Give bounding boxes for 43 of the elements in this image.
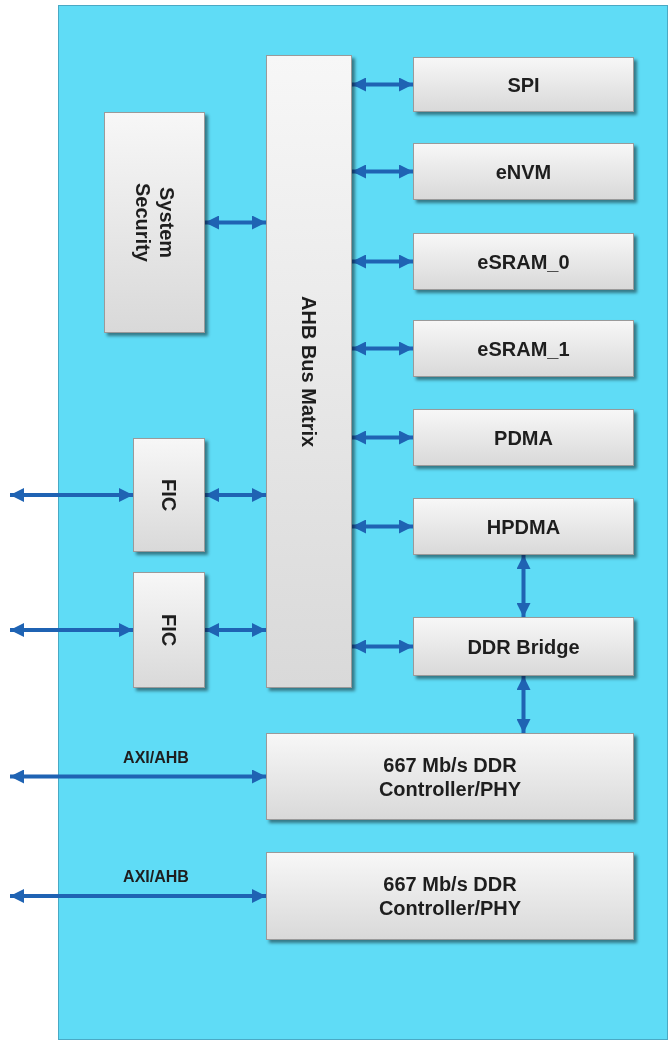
- system-panel: [58, 5, 668, 1040]
- block-label: eSRAM_0: [477, 249, 570, 274]
- double-arrow: [516, 676, 531, 733]
- dma-block: [413, 498, 634, 555]
- block-label: PDMA: [494, 425, 553, 450]
- double-arrow: [10, 623, 133, 637]
- block-label: FIC: [157, 613, 181, 647]
- bus-matrix-block: [266, 55, 352, 688]
- double-arrow: [205, 623, 266, 637]
- security-block: [104, 112, 205, 333]
- double-arrow: [10, 488, 133, 502]
- double-arrow: [352, 77, 413, 92]
- double-arrow: [205, 215, 266, 230]
- memory-block: [413, 320, 634, 377]
- controller-block: [266, 733, 634, 820]
- memory-block: [413, 233, 634, 290]
- double-arrow: [10, 769, 266, 784]
- double-arrow: [352, 164, 413, 179]
- memory-block: [413, 143, 634, 200]
- block-label: 667 Mb/s DDR Controller/PHY: [377, 752, 523, 801]
- block-label: 667 Mb/s DDR Controller/PHY: [377, 872, 523, 920]
- double-arrow: [352, 519, 413, 534]
- controller-block: [266, 852, 634, 940]
- block-label: HPDMA: [486, 514, 561, 539]
- double-arrow: [352, 430, 413, 445]
- double-arrow: [516, 555, 531, 617]
- block-label: eSRAM_1: [477, 336, 570, 361]
- dma-block: [413, 409, 634, 466]
- bridge-block: [413, 617, 634, 676]
- double-arrow: [10, 889, 266, 903]
- double-arrow: [352, 639, 413, 654]
- interface-block: [133, 572, 205, 688]
- double-arrow: [352, 341, 413, 356]
- peripheral-block: [413, 57, 634, 112]
- block-label: System Security: [130, 182, 179, 264]
- interface-block: [133, 438, 205, 552]
- double-arrow: [352, 254, 413, 269]
- block-label: AHB Bus Matrix: [297, 295, 321, 448]
- block-label: eNVM: [495, 159, 552, 184]
- double-arrow: [205, 488, 266, 502]
- block-label: FIC: [157, 478, 181, 512]
- block-label: SPI: [507, 72, 540, 97]
- block-label: DDR Bridge: [467, 634, 580, 659]
